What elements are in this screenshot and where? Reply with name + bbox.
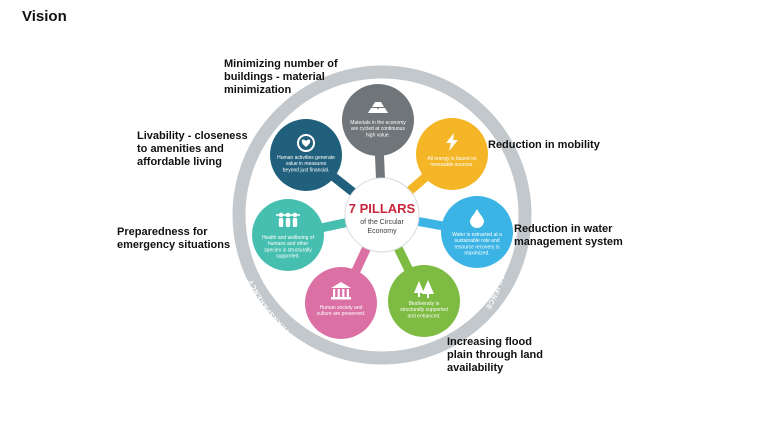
- pillar-text-line: Human activities generate: [277, 155, 335, 161]
- annotation-line: plain through land: [447, 349, 543, 361]
- annotation-line: Increasing flood: [447, 336, 532, 348]
- annotation-flood: Increasing flood plain through land avai…: [447, 336, 543, 375]
- pillar-text-line: species is structurally: [264, 247, 312, 253]
- annotation-mobility: Reduction in mobility: [488, 139, 600, 152]
- annotation-line: emergency situations: [117, 239, 231, 251]
- annotation-line: Livability - closeness: [137, 130, 248, 142]
- pillar-text-line: culture are preserved.: [317, 311, 366, 317]
- annotation-line: minimization: [224, 84, 292, 96]
- pillar-text-line: Health and wellbeing of: [262, 235, 315, 241]
- pillar-text-line: resource recovery is: [454, 244, 500, 250]
- pillar-circle: [388, 265, 460, 337]
- pillar-circle: [441, 196, 513, 268]
- pillar-text-line: supported.: [276, 254, 300, 260]
- pillar-text-line: All energy is based on: [427, 156, 476, 162]
- trees-icon: [414, 280, 434, 298]
- annotation-line: buildings - material: [224, 71, 325, 83]
- pillar-text-line: renewable sources.: [430, 162, 473, 168]
- pillar-text-line: are cycled at continuous: [351, 126, 405, 132]
- center-circle: [344, 177, 420, 253]
- pillar-circle: [252, 199, 324, 271]
- pillar-text-line: Water is extracted at a: [452, 232, 502, 238]
- annotation-line: Reduction in mobility: [488, 139, 600, 151]
- heart-coins-icon: [297, 134, 315, 152]
- pillar-circle: [305, 267, 377, 339]
- annotation-water: Reduction in water management system: [514, 223, 623, 249]
- pillar-text-line: humans and other: [268, 241, 309, 247]
- ring-label-transparency: TRANSPARENCY: [248, 278, 292, 335]
- pillar-circle: [416, 118, 488, 190]
- pillar-circle: [270, 119, 342, 191]
- annotation-line: Reduction in water: [514, 223, 613, 235]
- pillar-text-line: Human society and: [320, 305, 363, 311]
- annotation-line: Preparedness for: [117, 226, 208, 238]
- pillar-text-line: sustainable rate and: [454, 238, 499, 244]
- annotation-line: availability: [447, 362, 504, 374]
- slide-title: Vision: [22, 8, 67, 25]
- outer-ring: [232, 65, 532, 365]
- annotation-line: to amenities and: [137, 143, 224, 155]
- annotation-material: Minimizing number of buildings - materia…: [224, 58, 338, 97]
- center-title: 7 PILLARS: [349, 201, 416, 216]
- ring-label-equity: EQUITY: [365, 11, 399, 22]
- pillar-text-line: Biodiversity is: [409, 301, 440, 307]
- annotation-emergency: Preparedness for emergency situations: [117, 226, 230, 252]
- pillar-text-line: Materials in the economy: [350, 120, 406, 126]
- pillar-text-line: structurally supported: [400, 307, 448, 313]
- pillar-text-line: maximized.: [464, 251, 489, 257]
- pillar-text-line: value in measures: [286, 161, 327, 167]
- museum-icon: [331, 282, 351, 300]
- center-hub: 7 PILLARS of the Circular Economy: [344, 177, 420, 253]
- pillar-text-line: beyond just financial.: [283, 167, 330, 173]
- pillar-text-line: high value.: [366, 132, 390, 138]
- annotation-line: management system: [514, 236, 623, 248]
- pillar-text-line: and enhanced.: [407, 313, 440, 319]
- gold-bars-icon: [368, 102, 388, 113]
- annotation-line: Minimizing number of: [224, 58, 338, 70]
- pillar-circle: [342, 84, 414, 156]
- water-drop-icon: [470, 209, 484, 228]
- annotation-line: affordable living: [137, 156, 222, 168]
- center-subtitle-line: Economy: [367, 228, 397, 235]
- lightning-icon: [446, 133, 458, 151]
- annotation-livability: Livability - closeness to amenities and …: [137, 130, 248, 169]
- people-icon: [276, 212, 300, 227]
- center-subtitle-line: of the Circular: [360, 219, 404, 226]
